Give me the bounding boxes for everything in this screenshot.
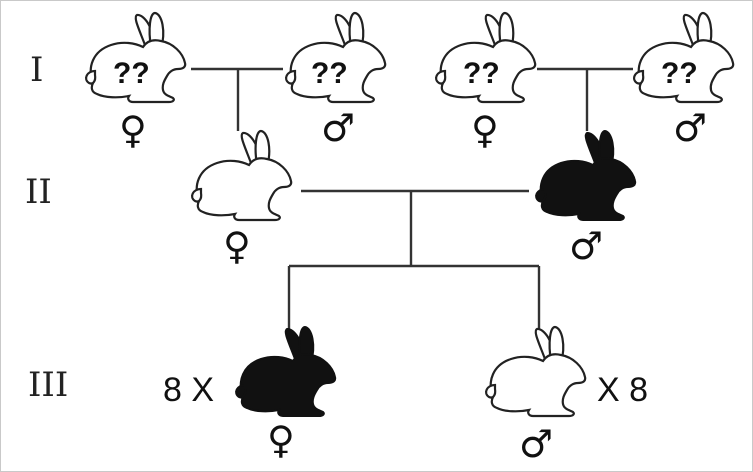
rabbit-icon xyxy=(191,129,293,222)
male-symbol: ♂ xyxy=(673,106,707,150)
unknown-phenotype-mark: ?? xyxy=(463,57,500,90)
unknown-phenotype-mark: ?? xyxy=(661,57,698,90)
individual-gen3-females: 8 X ♀ xyxy=(163,326,337,462)
female-symbol: ♀ xyxy=(119,108,147,152)
individual-gen1-male-b: ?? ♂ xyxy=(633,11,735,150)
individual-gen2-female: ♀ xyxy=(191,129,293,268)
individual-gen1-female-b: ?? ♀ xyxy=(435,11,537,152)
rabbit-icon xyxy=(485,325,587,418)
pedigree-lines xyxy=(191,67,633,331)
offspring-count-label: 8 X xyxy=(163,371,214,409)
individual-gen1-male-a: ?? ♂ xyxy=(285,11,387,150)
individual-gen3-males: X 8 ♂ xyxy=(485,325,648,466)
male-symbol: ♂ xyxy=(321,106,355,150)
offspring-count-label: X 8 xyxy=(597,371,648,409)
generation-label-II: II xyxy=(25,172,52,212)
female-symbol: ♀ xyxy=(471,108,499,152)
rabbit-icon xyxy=(535,130,637,221)
unknown-phenotype-mark: ?? xyxy=(113,57,150,90)
individual-gen1-female-a: ?? ♀ xyxy=(85,11,187,152)
rabbit-icon xyxy=(235,326,337,417)
female-symbol: ♀ xyxy=(267,418,295,462)
unknown-phenotype-mark: ?? xyxy=(311,57,348,90)
generation-label-I: I xyxy=(30,50,43,90)
generation-label-III: III xyxy=(28,365,68,405)
individual-gen2-male: ♂ xyxy=(535,130,637,268)
male-symbol: ♂ xyxy=(519,422,553,466)
female-symbol: ♀ xyxy=(223,224,251,268)
male-symbol: ♂ xyxy=(569,224,603,268)
